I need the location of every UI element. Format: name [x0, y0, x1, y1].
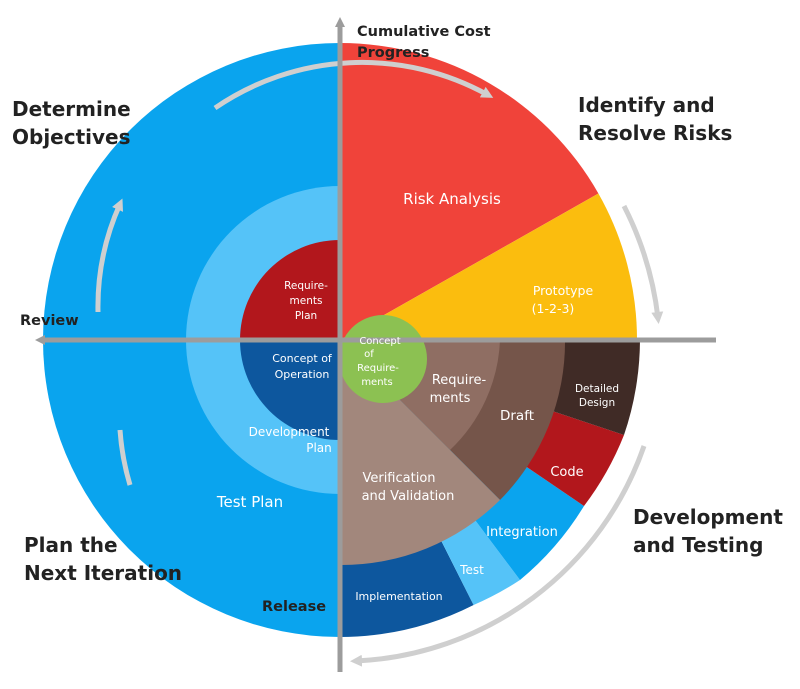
requirements-plan-label-line3: Plan — [295, 310, 317, 322]
risk-analysis-segment — [340, 42, 599, 340]
plan-next-iteration-title-line2: Next Iteration — [24, 561, 182, 585]
concept-of-requirements-label-line1: Concept — [359, 336, 400, 347]
concept-of-requirements-circle — [339, 315, 427, 403]
identify-risks-title-line2: Resolve Risks — [578, 121, 732, 145]
review-label: Review — [20, 313, 79, 329]
detailed-design-label-line1: Detailed — [575, 383, 619, 395]
verification-validation-label-line1: Verification — [362, 471, 435, 486]
cost-progress-arc-arrow — [213, 59, 494, 111]
development-arc-arrow — [350, 445, 647, 667]
requirements-plan-segment — [240, 240, 340, 340]
verification-validation-label-line2: and Validation — [362, 489, 455, 504]
test-label: Test — [459, 563, 484, 577]
implementation-label: Implementation — [355, 590, 442, 603]
requirements-plan-label-line2: ments — [290, 295, 323, 307]
prototype-segment — [340, 193, 637, 340]
development-plan-label-line2: Plan — [306, 441, 332, 455]
draft-label: Draft — [500, 408, 534, 424]
concept-of-operation-label-line1: Concept of — [272, 352, 333, 365]
concept-of-operation-segment — [240, 340, 340, 440]
risk-analysis-label: Risk Analysis — [403, 190, 501, 208]
prototype-label-line2: (1-2-3) — [532, 301, 575, 316]
prototype-label-line1: Prototype — [533, 283, 594, 298]
development-testing-title-line2: and Testing — [633, 533, 763, 557]
concept-of-operation-label-line2: Operation — [275, 368, 330, 381]
plan-next-iteration-title-line1: Plan the — [24, 533, 118, 557]
integration-label: Integration — [486, 525, 558, 540]
requirements-label-line2: ments — [430, 391, 471, 406]
release-arc-arrow — [117, 429, 133, 486]
requirements-label-line1: Require- — [432, 373, 487, 388]
determine-objectives-title-line1: Determine — [12, 97, 131, 121]
concept-of-requirements-label-line4: ments — [361, 377, 392, 388]
code-label: Code — [550, 465, 583, 480]
progress-label: Progress — [357, 45, 429, 61]
review-arc-arrow — [95, 198, 124, 313]
cumulative-cost-label: Cumulative Cost — [357, 24, 491, 40]
concept-of-requirements-label-line3: Require- — [357, 363, 399, 374]
requirements-plan-label-line1: Require- — [284, 280, 328, 292]
development-testing-title-line1: Development — [633, 505, 783, 529]
determine-objectives-title-line2: Objectives — [12, 125, 131, 149]
risk-arc-arrow — [621, 204, 664, 324]
detailed-design-label-line2: Design — [579, 397, 615, 409]
test-plan-label: Test Plan — [216, 493, 283, 511]
concept-of-requirements-label-line2: of — [364, 349, 374, 360]
identify-risks-title-line1: Identify and — [578, 93, 715, 117]
release-label: Release — [262, 599, 326, 615]
development-plan-label-line1: Development — [249, 425, 330, 439]
